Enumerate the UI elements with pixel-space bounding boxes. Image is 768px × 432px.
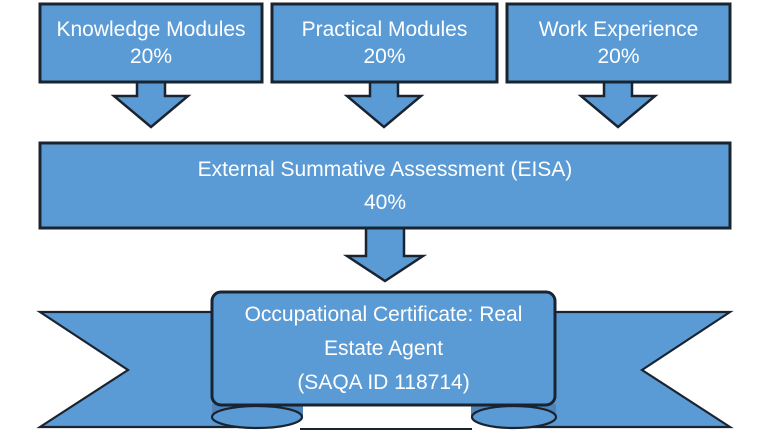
ribbon-left-roll	[210, 404, 304, 430]
knowledge-modules-box	[38, 2, 264, 84]
ribbon-center-panel	[210, 290, 557, 407]
ribbon-banner	[36, 290, 734, 430]
ribbon-right-roll	[470, 404, 558, 430]
eisa-box	[38, 141, 732, 230]
practical-modules-box	[270, 2, 499, 84]
work-experience-box	[505, 2, 732, 84]
down-arrow-practical-icon	[343, 76, 425, 129]
down-arrow-eisa-icon	[342, 222, 428, 283]
down-arrow-work-icon	[577, 76, 659, 129]
down-arrow-knowledge-icon	[110, 76, 192, 129]
